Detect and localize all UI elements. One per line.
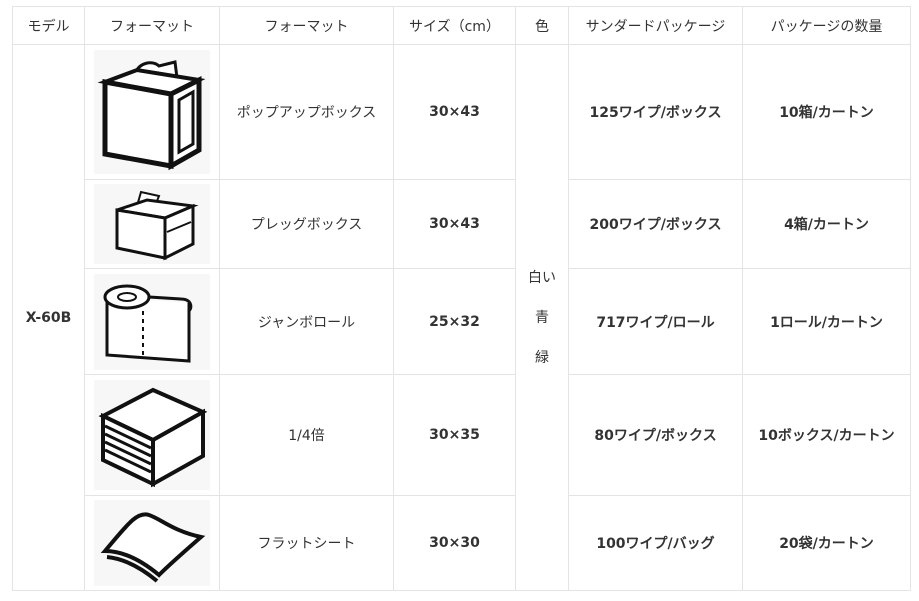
package-cell: 80ワイプ/ボックス <box>568 374 743 496</box>
flat-sheet-icon <box>94 500 210 586</box>
table-row: ジャンボロール 25×32 717ワイプ/ロール 1ロール/カートン <box>13 268 911 375</box>
model-cell: X-60B <box>12 44 85 591</box>
jumbo-roll-icon <box>94 273 210 370</box>
header-size: サイズ（cm） <box>393 6 516 45</box>
table-row: プレッグボックス 30×43 200ワイプ/ボックス 4箱/カートン <box>13 179 911 269</box>
quarter-fold-icon <box>94 380 210 490</box>
format-cell: プレッグボックス <box>219 179 394 269</box>
size-cell: 25×32 <box>393 268 516 375</box>
color-blue: 青 <box>535 309 549 326</box>
size-cell: 30×43 <box>393 179 516 269</box>
header-color: 色 <box>515 6 569 45</box>
pleg-box-icon <box>94 184 210 264</box>
size-cell: 30×43 <box>393 44 516 180</box>
image-cell <box>84 374 220 496</box>
size-cell: 30×35 <box>393 374 516 496</box>
table-row: フラットシート 30×30 100ワイプ/バッグ 20袋/カートン <box>13 495 911 591</box>
popup-box-icon <box>94 50 210 174</box>
image-cell <box>84 179 220 269</box>
image-cell <box>84 495 220 591</box>
format-cell: フラットシート <box>219 495 394 591</box>
package-cell: 125ワイプ/ボックス <box>568 44 743 180</box>
header-package-qty: パッケージの数量 <box>742 6 911 45</box>
header-model: モデル <box>12 6 85 45</box>
size-cell: 30×30 <box>393 495 516 591</box>
qty-cell: 1ロール/カートン <box>742 268 911 375</box>
package-cell: 717ワイプ/ロール <box>568 268 743 375</box>
color-cell: 白い 青 緑 <box>515 44 569 591</box>
table-row: X-60B ポップアップボックス 30×43 白い 青 緑 <box>12 44 911 591</box>
color-green: 緑 <box>535 349 549 366</box>
format-cell: ジャンボロール <box>219 268 394 375</box>
qty-cell: 10ボックス/カートン <box>742 374 911 496</box>
image-cell <box>84 268 220 375</box>
color-white: 白い <box>528 269 556 286</box>
qty-cell: 4箱/カートン <box>742 179 911 269</box>
table-row: 1/4倍 30×35 80ワイプ/ボックス 10ボックス/カートン <box>13 374 911 496</box>
header-format: フォーマット <box>219 6 394 45</box>
header-standard-package: サンダードパッケージ <box>568 6 743 45</box>
package-cell: 200ワイプ/ボックス <box>568 179 743 269</box>
format-cell: ポップアップボックス <box>219 44 394 180</box>
image-cell <box>84 44 220 180</box>
qty-cell: 20袋/カートン <box>742 495 911 591</box>
spec-table: モデル フォーマット フォーマット サイズ（cm） 色 サンダードパッケージ パ… <box>12 6 911 591</box>
format-cell: 1/4倍 <box>219 374 394 496</box>
header-row: モデル フォーマット フォーマット サイズ（cm） 色 サンダードパッケージ パ… <box>12 6 911 45</box>
header-image: フォーマット <box>84 6 220 45</box>
qty-cell: 10箱/カートン <box>742 44 911 180</box>
package-cell: 100ワイプ/バッグ <box>568 495 743 591</box>
